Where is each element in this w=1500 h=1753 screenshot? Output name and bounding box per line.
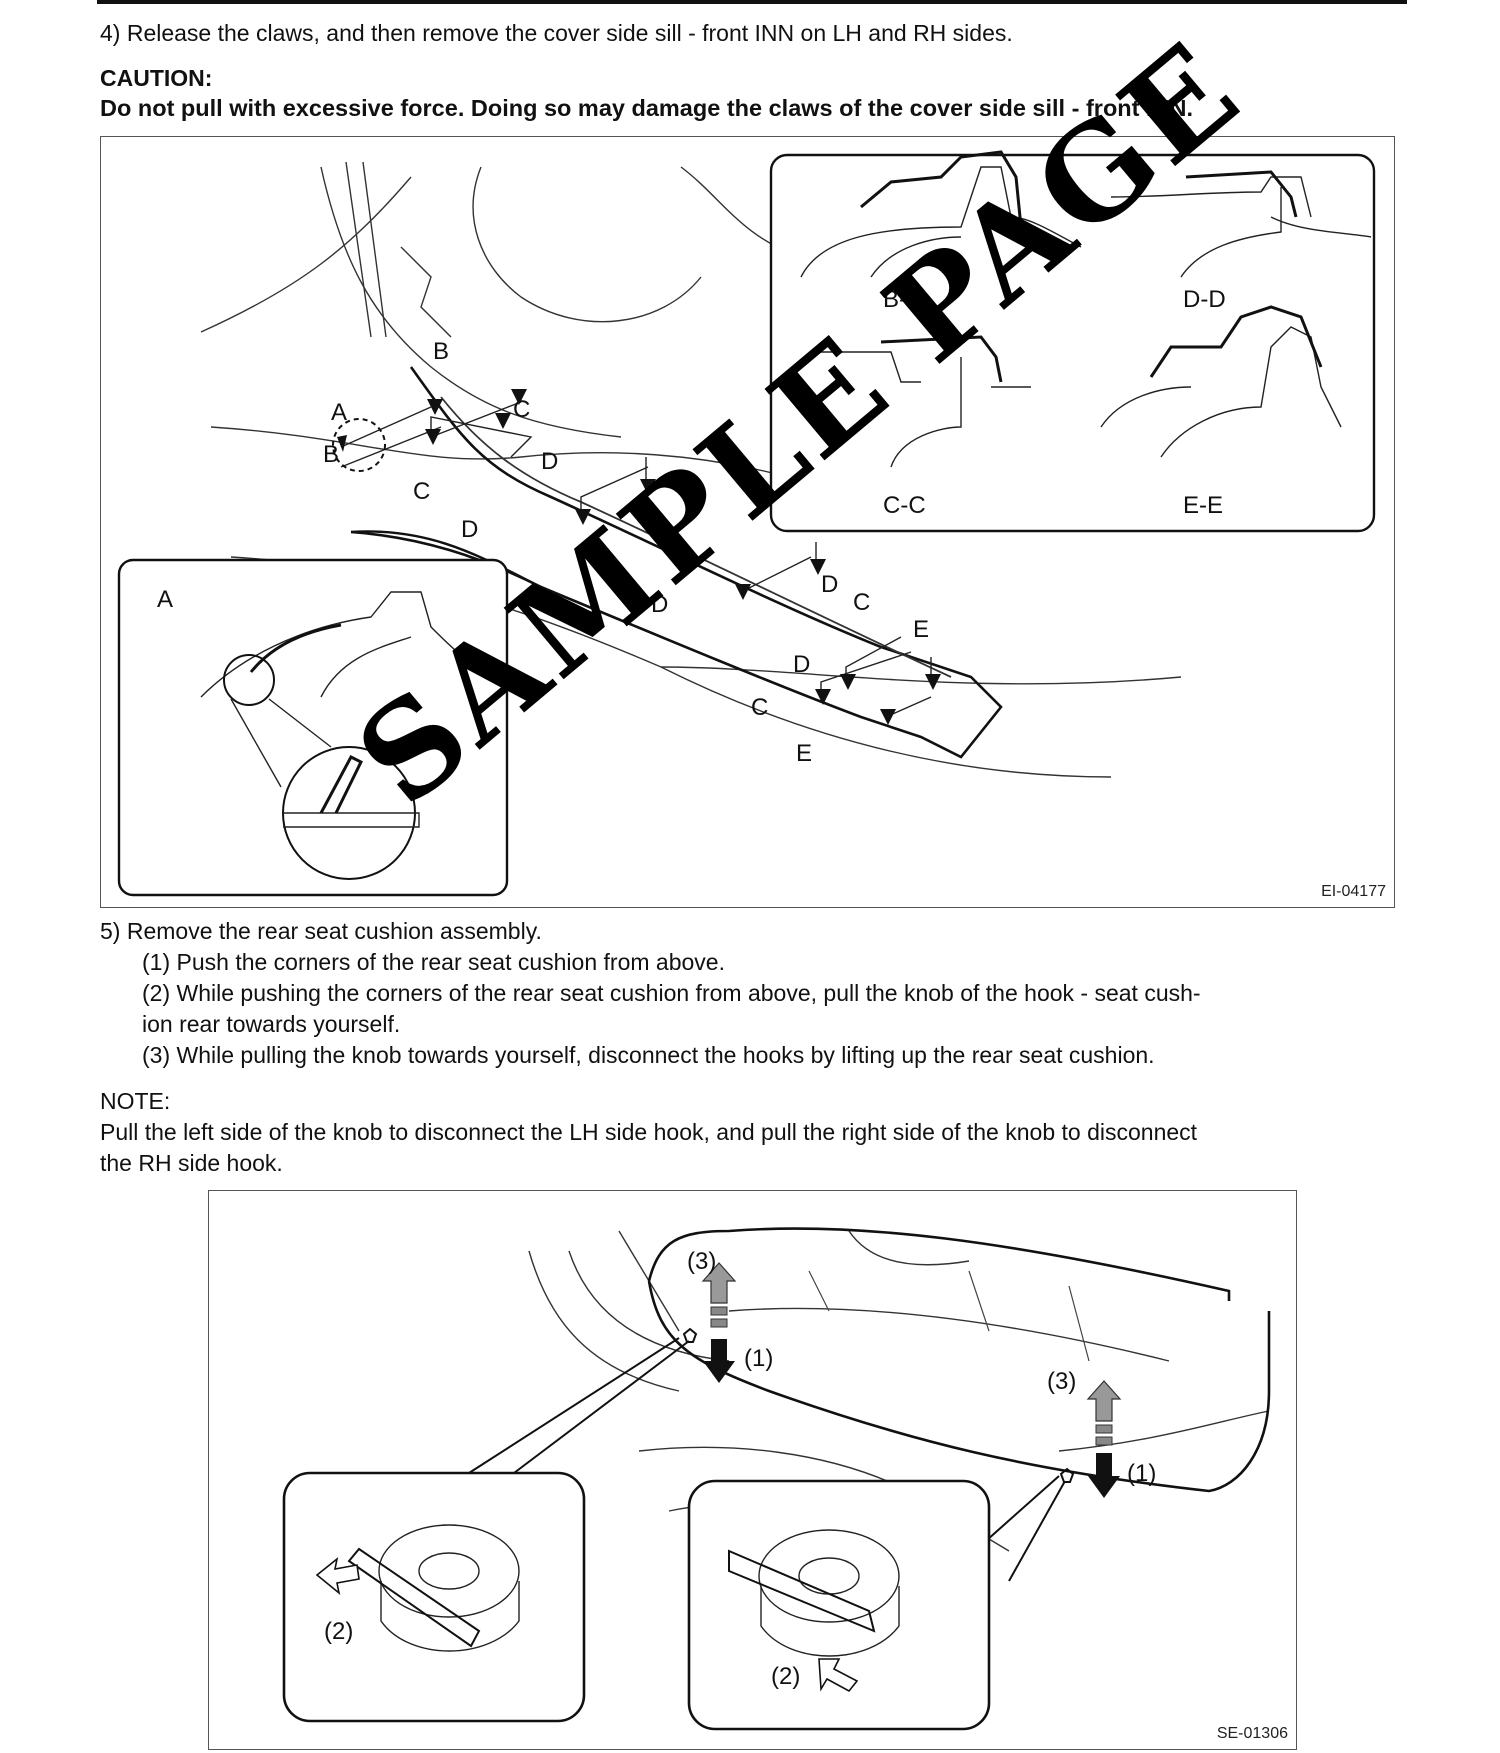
section-label-ee: E-E — [1183, 492, 1223, 519]
detail-label-a: A — [157, 586, 173, 613]
label-a-callout: A — [331, 399, 347, 426]
figure-side-sill: A B B C C D D D D D D C C E E — [100, 136, 1395, 908]
label-c-left: C — [413, 478, 430, 505]
side-sill-illustration: A B B C C D D D D D D C C E E — [117, 150, 1376, 897]
callout-1-left: (1) — [744, 1345, 773, 1372]
label-d-3: D — [651, 518, 668, 545]
section-label-dd: D-D — [1183, 286, 1226, 313]
callout-2-right: (2) — [771, 1663, 800, 1690]
substep-2-cont: ion rear towards yourself. — [142, 1011, 401, 1037]
figure-2-id: SE-01306 — [1216, 1725, 1288, 1742]
label-c-top: C — [513, 396, 530, 423]
step-4-text: 4) Release the claws, and then remove th… — [100, 20, 1013, 46]
callout-3-right: (3) — [1047, 1368, 1076, 1395]
label-d-6: D — [793, 651, 810, 678]
note-line-1: Pull the left side of the knob to discon… — [100, 1119, 1198, 1145]
note-title: NOTE: — [100, 1088, 171, 1114]
figure-1-id: EI-04177 — [1321, 883, 1386, 900]
caution-text: Do not pull with excessive force. Doing … — [100, 95, 1194, 121]
label-d-2: D — [461, 516, 478, 543]
section-label-cc: C-C — [883, 492, 926, 519]
step-5-text: 5) Remove the rear seat cushion assembly… — [100, 918, 542, 944]
substep-2: (2) While pushing the corners of the rea… — [142, 980, 1201, 1006]
figure-seat-cushion: (3) (1) (3) (1) (2) (2) SE-01306 — [208, 1190, 1297, 1750]
label-b-top: B — [433, 338, 449, 365]
seat-cushion-illustration: (3) (1) (3) (1) (2) (2) — [282, 1227, 1271, 1731]
top-rule — [97, 0, 1407, 4]
label-d-1: D — [541, 448, 558, 475]
section-label-bb: B-B — [883, 286, 923, 313]
callout-2-left: (2) — [324, 1618, 353, 1645]
label-d-4: D — [651, 591, 668, 618]
note-line-2: the RH side hook. — [100, 1150, 283, 1176]
callout-3-left: (3) — [687, 1248, 716, 1275]
label-b-left: B — [323, 441, 339, 468]
label-d-5: D — [821, 571, 838, 598]
label-e-top: E — [913, 616, 929, 643]
label-e-bottom: E — [796, 740, 812, 767]
substep-1: (1) Push the corners of the rear seat cu… — [142, 949, 725, 975]
caution-title: CAUTION: — [100, 65, 213, 91]
callout-1-right: (1) — [1127, 1460, 1156, 1487]
label-c-right: C — [853, 589, 870, 616]
substep-3: (3) While pulling the knob towards yours… — [142, 1042, 1155, 1068]
label-c-bottom: C — [751, 694, 768, 721]
